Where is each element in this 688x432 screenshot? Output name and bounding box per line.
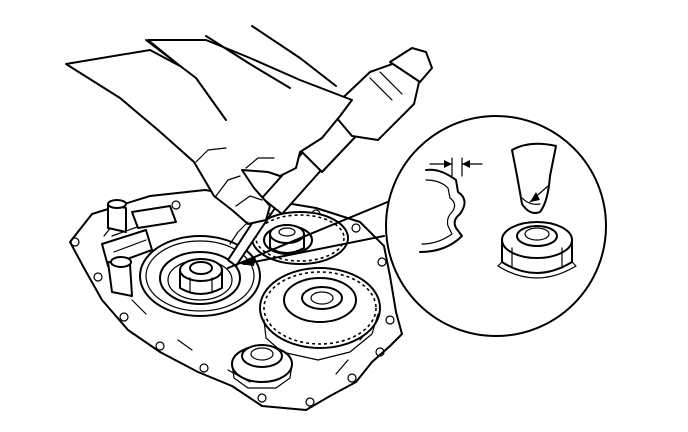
leader-lines [227, 195, 403, 269]
hand [65, 25, 353, 245]
staked-nut-flange-profile [419, 168, 466, 253]
hammer [261, 47, 433, 215]
punch-tip [511, 142, 557, 214]
lock-nut-closeup [497, 221, 577, 279]
detail-magnifier [385, 115, 607, 337]
lock-nut [179, 258, 223, 295]
clearance-dimension [429, 157, 483, 177]
